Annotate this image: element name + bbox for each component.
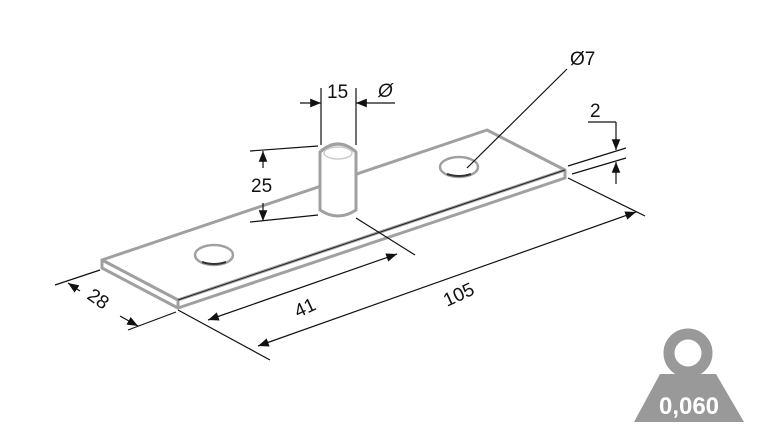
hole-diameter-label: Ø7 bbox=[570, 49, 595, 70]
diameter-symbol-label: Ø bbox=[377, 81, 394, 102]
pin-height-label: 25 bbox=[251, 176, 272, 197]
weight-icon: 0,060 bbox=[634, 328, 744, 422]
plate-length-label: 105 bbox=[440, 279, 478, 311]
dimension-lines bbox=[54, 68, 646, 361]
plate-width-label: 28 bbox=[83, 285, 112, 314]
mounting-hole bbox=[438, 155, 480, 179]
plate-thickness-label: 2 bbox=[590, 101, 601, 122]
mounting-hole bbox=[193, 243, 235, 267]
pin-diameter-label: 15 bbox=[327, 82, 348, 103]
weight-value: 0,060 bbox=[659, 393, 719, 420]
pin bbox=[318, 142, 358, 218]
pin-position-label: 41 bbox=[291, 295, 319, 323]
